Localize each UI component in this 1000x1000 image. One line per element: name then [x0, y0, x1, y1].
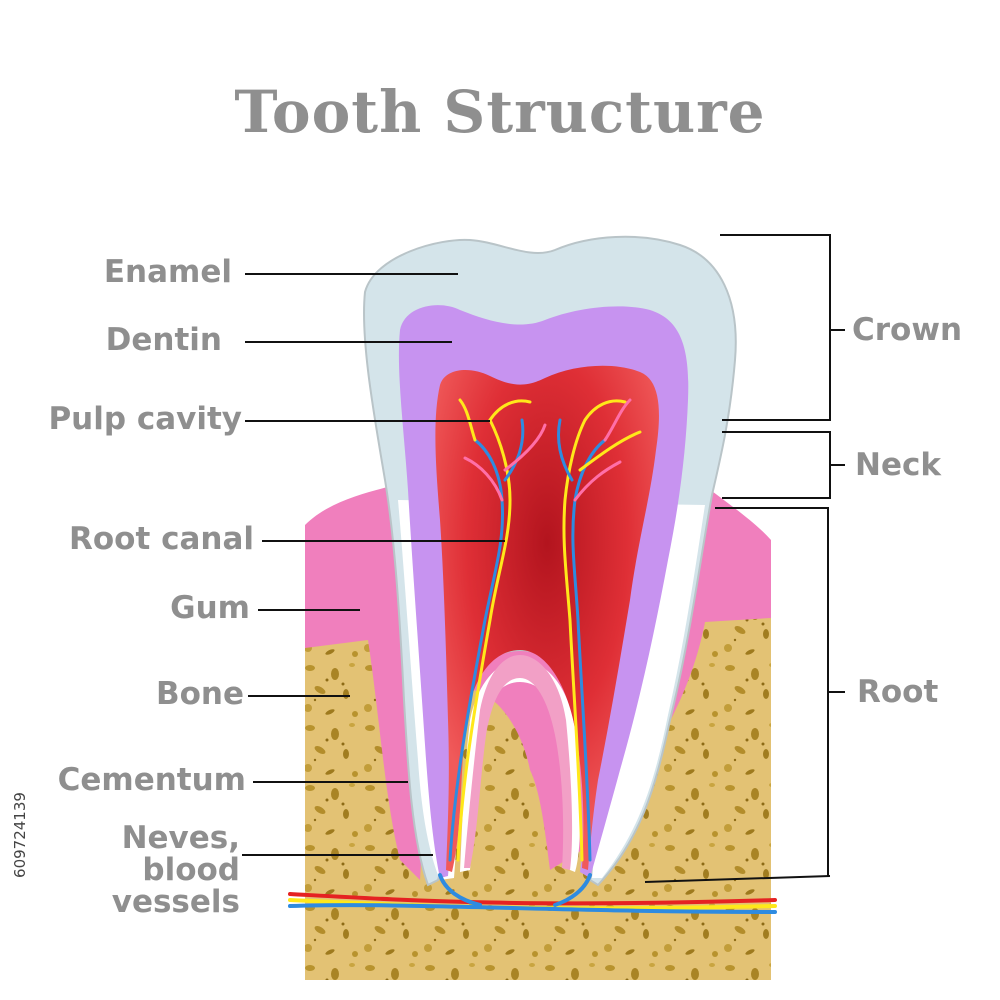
label-root: Root: [857, 674, 939, 710]
label-root-canal: Root canal: [69, 521, 254, 557]
label-pulp-cavity: Pulp cavity: [48, 401, 242, 437]
label-dentin: Dentin: [105, 322, 222, 358]
label-crown: Crown: [852, 312, 963, 348]
nerve-trunk: [288, 873, 777, 914]
stock-id: 609724139: [2, 760, 38, 910]
label-nerves-blood-vessels: Neves, blood vessels: [60, 822, 240, 918]
label-enamel: Enamel: [103, 254, 232, 290]
label-cementum: Cementum: [57, 762, 246, 798]
label-gum: Gum: [170, 590, 250, 626]
diagram-title: Tooth Structure: [234, 78, 766, 146]
label-neck: Neck: [855, 447, 941, 483]
nerve-branches: [448, 398, 642, 862]
label-bone: Bone: [155, 676, 244, 712]
label-nerves-line2: blood: [142, 852, 240, 888]
pulp-shape: [435, 365, 659, 872]
stock-id-text: 609724139: [11, 792, 29, 878]
label-nerves-line1: Neves,: [121, 820, 240, 856]
leader-lines: [242, 234, 845, 883]
label-nerves-line3: vessels: [111, 884, 240, 920]
